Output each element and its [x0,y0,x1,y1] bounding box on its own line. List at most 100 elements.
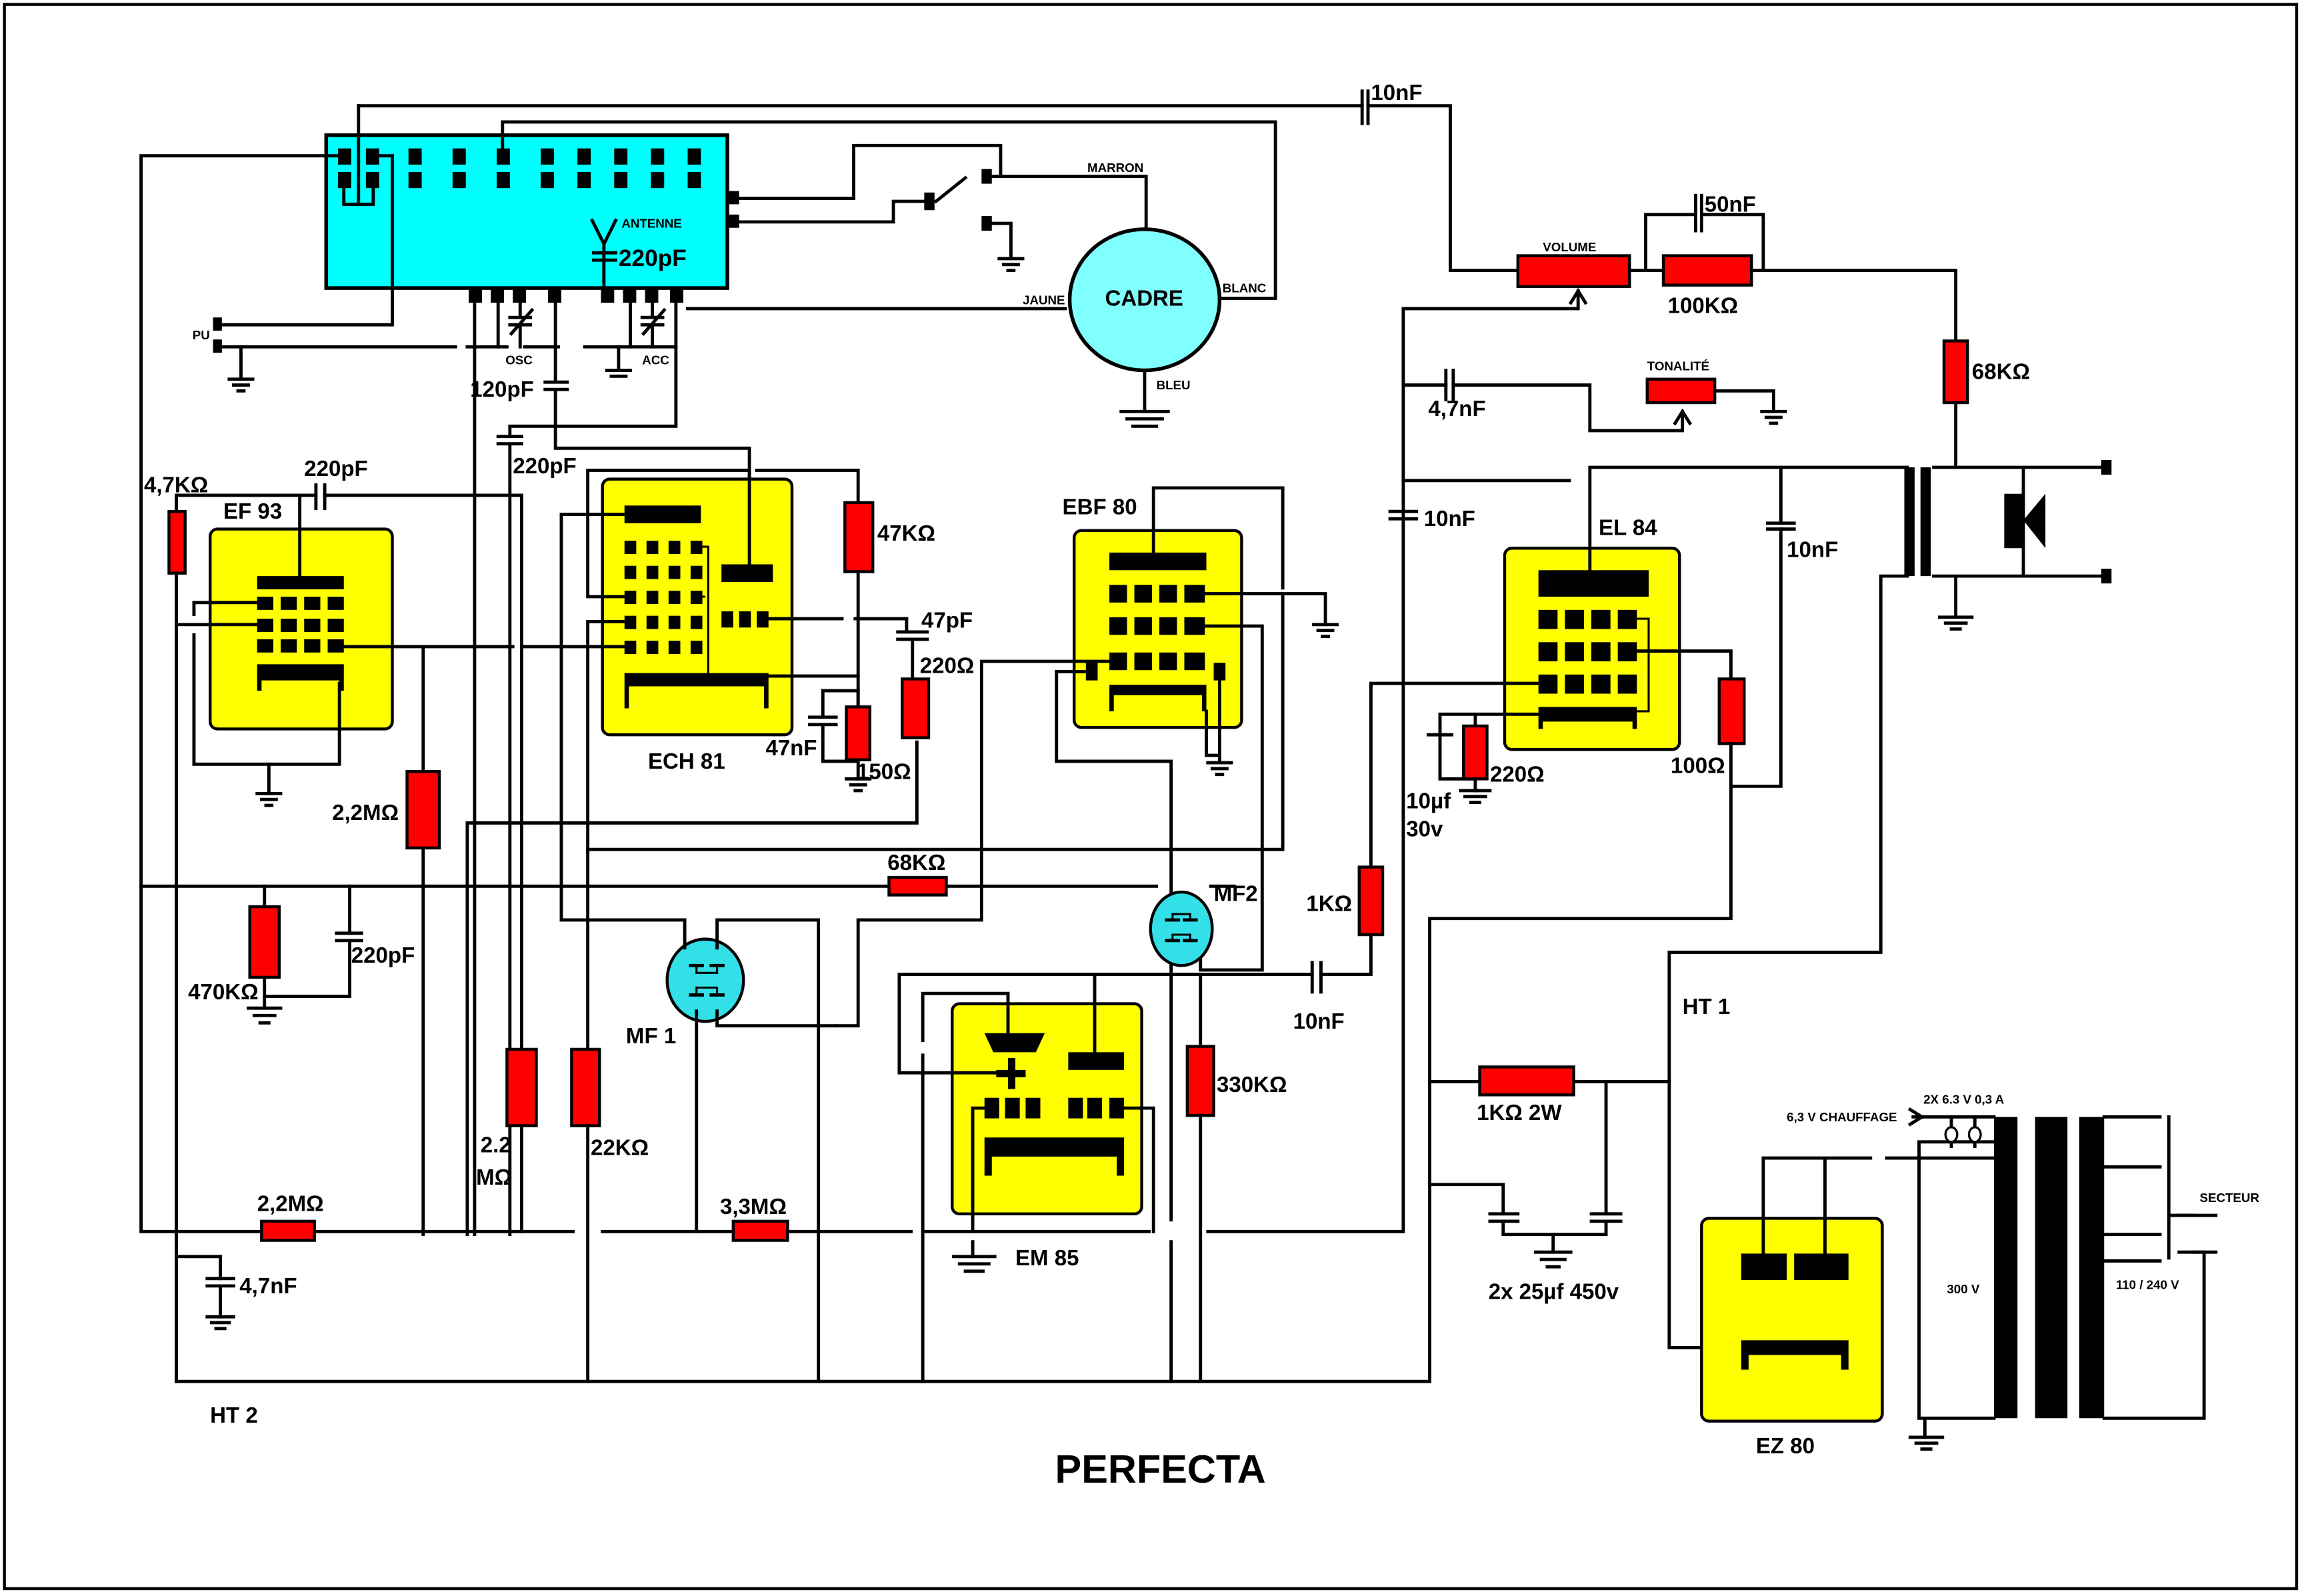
antenna-label: ANTENNE [621,217,681,231]
antenna-icon [589,218,618,290]
mains-label: SECTEUR [2200,1191,2260,1205]
heater-winding-label: 2X 6.3 V 0,3 A [1923,1093,2005,1107]
ground-icon [1937,615,1974,631]
ground-icon [1119,409,1170,428]
resistor-1k-label: 1KΩ [1306,892,1352,917]
cap-10uf-label-b: 30v [1406,817,1443,841]
primary-voltage-label: 110 / 240 V [2116,1277,2179,1291]
cap-47nf-label: 47nF [765,736,817,761]
resistor-3m3 [731,1219,789,1242]
tone-label: TONALITÉ [1647,359,1709,373]
cap-4n7-tone [1444,369,1455,402]
cap-220pf-ech-label: 220pF [513,454,577,479]
resistor-330k-label: 330KΩ [1217,1073,1287,1097]
volume-label: VOLUME [1543,240,1596,254]
resistor-68k-out-label: 68KΩ [1972,360,2030,385]
resistor-470k [248,905,281,979]
acc-label: ACC [642,353,669,367]
pu-input: PU [193,317,678,393]
ifc-mf1: MF 1 [626,937,745,1049]
resistor-100k [1661,254,1753,287]
volume-pot[interactable]: VOLUME [1516,240,1631,289]
tube-ech81-label: ECH 81 [648,749,725,774]
resistor-100-label: 100Ω [1671,754,1725,779]
resistor-1k-2w-label: 1KΩ 2W [1477,1101,1562,1125]
ground-icon [247,1006,283,1025]
frame-antenna: CADRE MARRON JAUNE BLANC BLEU [1023,161,1267,428]
ground-icon [1206,761,1233,777]
resistor-4k7-label: 4,7KΩ [144,473,208,497]
resistor-22k [570,1047,601,1127]
ifc-mf2: MF2 [1149,881,1258,967]
tuner-pins-top [337,148,701,189]
cap-4n7-ht2-label: 4,7nF [239,1274,297,1299]
tube-ebf80-label: EBF 80 [1063,495,1137,520]
heater-output: 6,3 V CHAUFFAGE 2X 6.3 V 0,3 A [1787,1093,2005,1148]
cap-50nf-label: 50nF [1705,192,1756,217]
ground-icon [605,369,632,378]
resistor-2m2-vert-label-a: 2.2 [481,1133,511,1157]
resistor-150-label: 150Ω [857,759,911,784]
resistor-1k [1357,865,1385,937]
resistor-330k [1185,1045,1215,1117]
ground-icon [997,257,1025,273]
resistor-220-el84-label: 220Ω [1490,763,1545,787]
tuner-block: ANTENNE 220pF [215,104,739,327]
cap-10nf-em85 [1310,961,1323,994]
secondary-voltage-label: 300 V [1947,1282,1979,1296]
cap-4n7-tone-label: 4,7nF [1428,397,1485,421]
tube-ez80-label: EZ 80 [1756,1434,1815,1459]
resistor-2m2-bottom-label: 2,2MΩ [257,1191,324,1216]
antenna-cap-label: 220pF [619,245,687,271]
resistor-68k-mid-label: 68KΩ [887,851,945,875]
power-transformer [1917,1115,2206,1439]
resistor-47k-label: 47KΩ [877,521,935,546]
resistor-68k-out [1942,339,1969,405]
tube-ech81: ECH 81 [601,477,794,774]
resistor-2m2-grid [405,770,441,850]
cap-10nf-el84-label: 10nF [1787,537,1838,562]
resistor-2m2-grid-label: 2,2MΩ [332,801,399,825]
schematic-title: PERFECTA [1055,1447,1266,1491]
resistor-3m3-label: 3,3MΩ [720,1195,787,1219]
cap-220pf-agc-label: 220pF [351,943,415,968]
ground-icon [1760,409,1787,425]
page-border [3,3,2299,1591]
ht2-label: HT 2 [210,1403,258,1428]
ground-icon [1908,1435,1945,1451]
tuner-pins-bottom [469,288,683,303]
cap-47pf-label: 47pF [921,608,973,633]
cap-220pf-ef93 [314,483,327,511]
resistor-100k-label: 100KΩ [1668,294,1738,319]
ifc-mf2-label: MF2 [1214,881,1258,906]
resistor-470k-label: 470KΩ [188,980,258,1005]
pilot-lamp-icon [1944,1126,1959,1143]
ground-icon [1459,789,1492,805]
resistor-4k7 [167,509,187,575]
tube-ef93-label: EF 93 [223,499,282,524]
tuner-pins-right [727,191,739,228]
resistor-2m2-vert-label-b: MΩ [476,1165,512,1190]
band-switch [737,143,1148,273]
osc-trimmer: OSC [496,301,535,367]
cap-10nf-top [1360,89,1370,125]
wire-blanc-label: BLANC [1223,281,1267,295]
tube-em85: EM 85 [951,1002,1143,1271]
osc-label: OSC [505,353,533,367]
resistor-220-osc-label: 220Ω [920,654,975,679]
tone-pot[interactable]: TONALITÉ [1645,359,1717,405]
resistor-2m2-bottom [260,1219,316,1242]
ground-icon [845,777,872,793]
cap-10nf-em85-label: 10nF [1293,1009,1345,1034]
heater-label: 6,3 V CHAUFFAGE [1787,1110,1897,1124]
resistor-47k [843,501,875,573]
capacitor-filter-pair [1428,1080,1623,1269]
tube-el84: EL 84 [1503,515,1681,751]
speaker-icon[interactable] [2004,493,2046,549]
ground-icon [952,1255,997,1273]
wire-marron-label: MARRON [1087,161,1143,175]
resistor-220-osc [901,677,931,739]
tube-ebf80: EBF 80 [1063,495,1243,729]
tube-ef93: EF 93 [208,499,394,731]
